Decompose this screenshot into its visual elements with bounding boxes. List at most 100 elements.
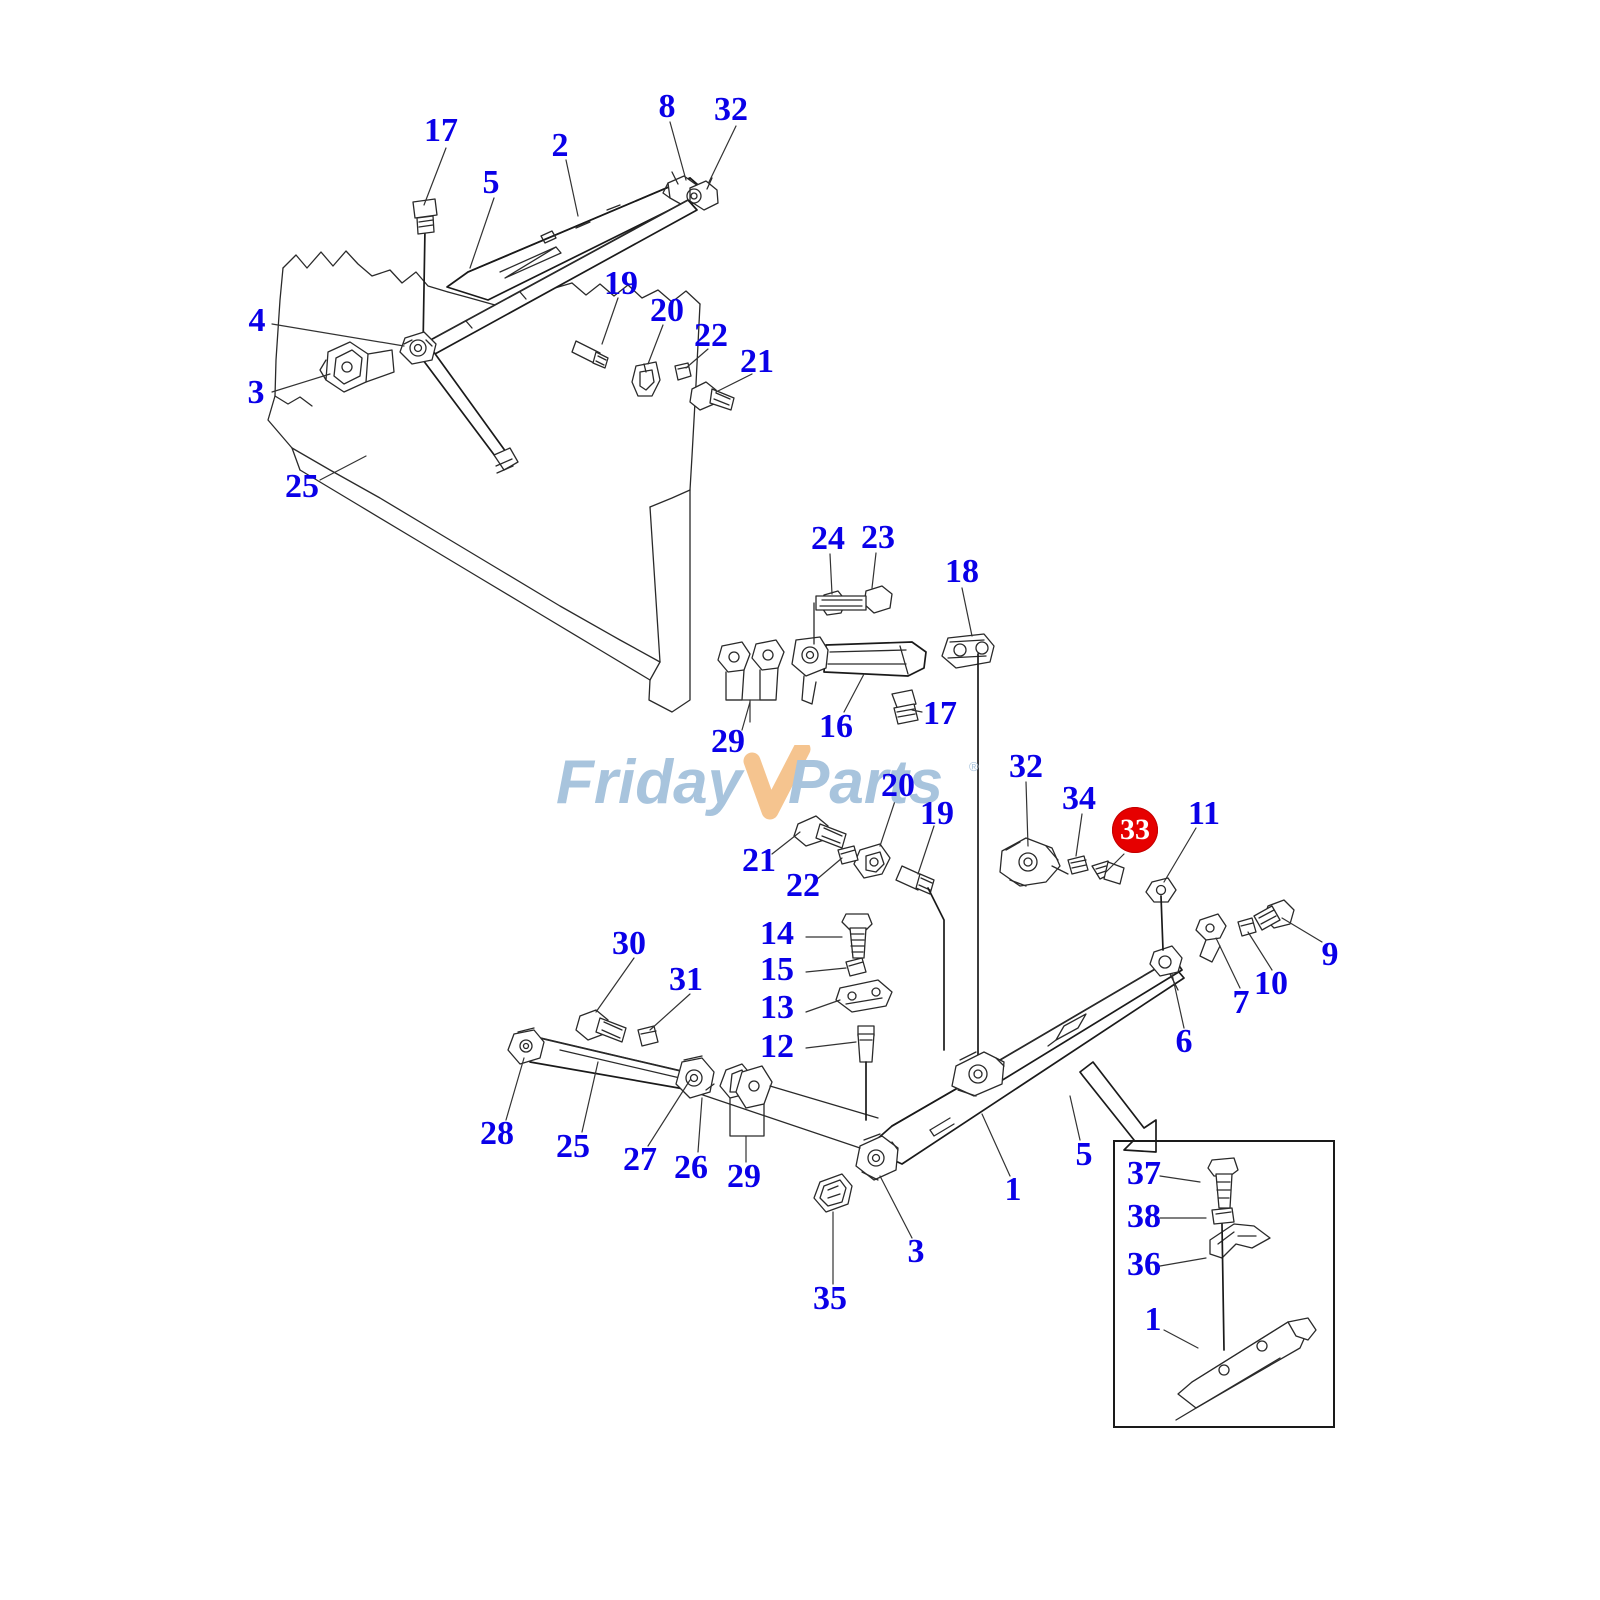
callout-label-19[interactable]: 19 xyxy=(604,265,638,302)
callout-label-1[interactable]: 1 xyxy=(1004,1171,1022,1208)
callout-label-17[interactable]: 17 xyxy=(923,695,957,732)
mid-link-assembly xyxy=(717,585,995,1079)
part-washer-22-lower xyxy=(837,845,859,865)
callout-label-27[interactable]: 27 xyxy=(623,1141,657,1178)
leader-15 xyxy=(805,967,847,973)
callout-label-5[interactable]: 5 xyxy=(482,164,500,201)
part-right-eye-26-27 xyxy=(675,1055,715,1099)
callout-label-21[interactable]: 21 xyxy=(740,343,774,380)
callout-label-1[interactable]: 1 xyxy=(1144,1301,1162,1338)
part-washer-38 xyxy=(1211,1207,1235,1225)
part-bolt-21-upper xyxy=(689,381,735,411)
callout-label-12[interactable]: 12 xyxy=(760,1028,794,1065)
callout-label-3[interactable]: 3 xyxy=(247,374,265,411)
callout-label-31[interactable]: 31 xyxy=(669,961,703,998)
part-washer-15 xyxy=(845,957,867,977)
part-clip-35 xyxy=(813,1173,853,1213)
part-11-stem xyxy=(1160,895,1164,951)
callout-label-13[interactable]: 13 xyxy=(760,989,794,1026)
part-vertical-rod-17-upper xyxy=(412,198,438,349)
part-bracket-32-lower xyxy=(999,837,1069,887)
callout-label-30[interactable]: 30 xyxy=(612,925,646,962)
callout-label-35[interactable]: 35 xyxy=(813,1280,847,1317)
part-clevis-18 xyxy=(941,633,995,669)
part-clip-7 xyxy=(1195,913,1227,963)
callout-label-4[interactable]: 4 xyxy=(248,302,266,339)
part-36-stem xyxy=(1221,1223,1225,1351)
callout-label-37[interactable]: 37 xyxy=(1127,1155,1161,1192)
leader-12 xyxy=(805,1041,857,1049)
inset-detail-contents xyxy=(1175,1157,1317,1421)
callout-label-15[interactable]: 15 xyxy=(760,951,794,988)
callout-label-28[interactable]: 28 xyxy=(480,1115,514,1152)
part-29-connector xyxy=(769,1085,879,1119)
callout-label-34[interactable]: 34 xyxy=(1062,780,1096,817)
callout-label-36[interactable]: 36 xyxy=(1127,1246,1161,1283)
part-center-pivot-joint xyxy=(951,1051,1005,1097)
callout-label-25[interactable]: 25 xyxy=(556,1128,590,1165)
part-bolt-23 xyxy=(815,585,893,614)
callout-label-3[interactable]: 3 xyxy=(907,1233,925,1270)
part-pin-19-lower xyxy=(895,865,945,1051)
part-washer-10 xyxy=(1237,917,1257,937)
part-26-connector xyxy=(699,1093,861,1149)
part-bolt-37 xyxy=(1207,1157,1239,1209)
callout-label-29[interactable]: 29 xyxy=(727,1158,761,1195)
part-pin-34 xyxy=(1067,855,1089,875)
callout-label-9[interactable]: 9 xyxy=(1321,936,1339,973)
part-bracket-pair-29-lower xyxy=(719,1063,773,1163)
callout-label-8[interactable]: 8 xyxy=(658,88,676,125)
part-washer-31 xyxy=(637,1025,659,1047)
callout-label-19[interactable]: 19 xyxy=(920,795,954,832)
callout-label-29[interactable]: 29 xyxy=(711,723,745,760)
part-pin-12 xyxy=(857,1025,875,1063)
callout-label-2[interactable]: 2 xyxy=(551,127,569,164)
part-link-rod-16 xyxy=(823,641,927,677)
transfer-arrow xyxy=(1079,1061,1157,1153)
detail-view-box xyxy=(1113,1140,1335,1428)
callout-label-6[interactable]: 6 xyxy=(1175,1023,1193,1060)
callout-label-21[interactable]: 21 xyxy=(742,842,776,879)
callout-label-25[interactable]: 25 xyxy=(285,468,319,505)
callout-label-33-highlighted[interactable]: 33 xyxy=(1112,807,1158,853)
lower-frame-assembly xyxy=(699,815,1295,1285)
callout-label-22[interactable]: 22 xyxy=(786,867,820,904)
part-clevis-left-16 xyxy=(791,636,829,705)
callout-label-38[interactable]: 38 xyxy=(1127,1198,1161,1235)
callout-label-23[interactable]: 23 xyxy=(861,519,895,556)
callout-label-20[interactable]: 20 xyxy=(881,767,915,804)
part-bolt-21-lower xyxy=(793,815,847,849)
callout-label-26[interactable]: 26 xyxy=(674,1149,708,1186)
part-bolt-9 xyxy=(1253,899,1295,931)
part-fitting-17-mid xyxy=(891,689,919,725)
callout-label-18[interactable]: 18 xyxy=(945,553,979,590)
part-bolt-30 xyxy=(575,1009,627,1043)
part-plate-13 xyxy=(835,979,893,1013)
callout-label-17[interactable]: 17 xyxy=(424,112,458,149)
part-clip-20-upper xyxy=(631,361,661,397)
callout-label-32[interactable]: 32 xyxy=(1009,748,1043,785)
callout-label-22[interactable]: 22 xyxy=(694,317,728,354)
callout-label-14[interactable]: 14 xyxy=(760,915,794,952)
callout-label-24[interactable]: 24 xyxy=(811,520,845,557)
part-clip-20-lower xyxy=(853,843,891,879)
upper-boom-assembly xyxy=(267,171,735,713)
callout-label-7[interactable]: 7 xyxy=(1232,984,1250,1021)
part-bolt-33 xyxy=(1091,860,1125,885)
part-clip-36 xyxy=(1209,1223,1271,1259)
callout-label-10[interactable]: 10 xyxy=(1254,965,1288,1002)
part-bottom-joint-3-lower xyxy=(855,1133,899,1181)
part-bolt-14 xyxy=(841,913,873,959)
part-pivot-hub-4 xyxy=(399,331,437,365)
part-bracket-pair-29-mid xyxy=(717,639,785,723)
callout-label-32[interactable]: 32 xyxy=(714,91,748,128)
callout-label-20[interactable]: 20 xyxy=(650,292,684,329)
part-pin-19-upper xyxy=(571,340,609,369)
part-boom-tip-bracket-8-32 xyxy=(662,171,719,211)
callout-label-5[interactable]: 5 xyxy=(1075,1136,1093,1173)
part-upper-rail-5-lower xyxy=(984,957,1183,1085)
callout-label-11[interactable]: 11 xyxy=(1187,795,1221,832)
callout-label-16[interactable]: 16 xyxy=(819,708,853,745)
